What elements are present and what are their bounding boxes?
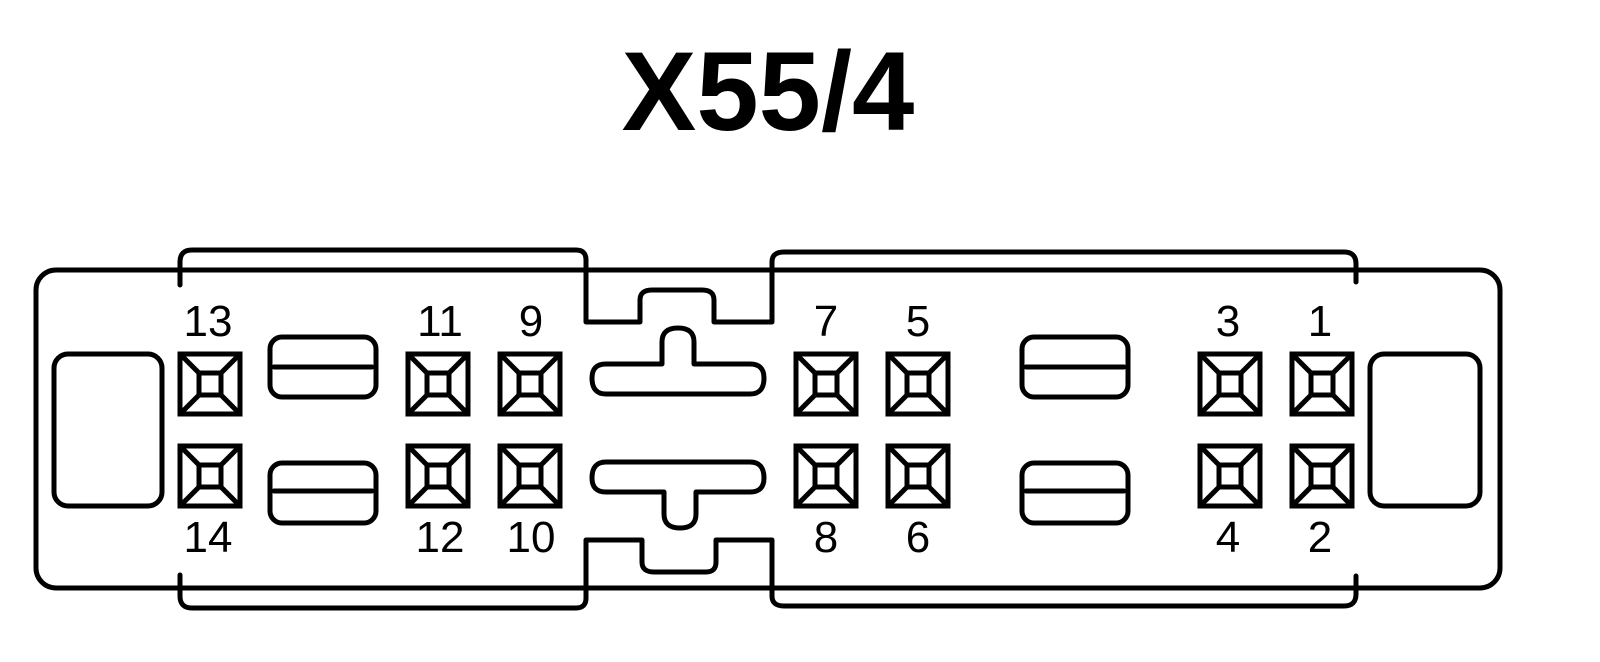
- pin-cavity-12: [405, 443, 471, 509]
- right-side-block: [1367, 351, 1483, 509]
- pin-label-12: 12: [416, 513, 465, 562]
- pin-label-9: 9: [519, 297, 543, 346]
- pin-cavity-11: [405, 351, 471, 417]
- pin-cavity-5: [885, 351, 951, 417]
- slot-key-upper-left: [267, 334, 379, 400]
- pin-cavity-6: [885, 443, 951, 509]
- pin-label-6: 6: [906, 513, 930, 562]
- pin-label-8: 8: [814, 513, 838, 562]
- pin-cavity-1: [1289, 351, 1355, 417]
- pin-labels: 1 2 3 4 5 6 7 8 9 10 11 12 13 14: [184, 297, 1333, 562]
- slot-key-lower-right: [1019, 460, 1131, 526]
- pin-cavity-9: [497, 351, 563, 417]
- pin-label-5: 5: [906, 297, 930, 346]
- pin-label-7: 7: [814, 297, 838, 346]
- pin-cavity-13: [177, 351, 243, 417]
- pin-label-2: 2: [1308, 513, 1332, 562]
- pin-cavity-3: [1197, 351, 1263, 417]
- pin-label-14: 14: [184, 513, 233, 562]
- connector-title: X55/4: [622, 29, 915, 154]
- pin-cavity-14: [177, 443, 243, 509]
- pin-label-10: 10: [507, 513, 556, 562]
- pin-label-11: 11: [417, 297, 463, 346]
- center-key-upper: [589, 325, 767, 397]
- pin-cavity-7: [793, 351, 859, 417]
- pin-cavity-4: [1197, 443, 1263, 509]
- left-side-block: [51, 351, 165, 509]
- center-key-lower: [589, 459, 767, 531]
- slot-key-lower-left: [267, 460, 379, 526]
- top-channel-outline: [177, 247, 1359, 325]
- pin-cavity-10: [497, 443, 563, 509]
- bottom-channel-outline: [177, 537, 1359, 611]
- pin-label-3: 3: [1216, 297, 1240, 346]
- pin-label-13: 13: [184, 297, 233, 346]
- pin-label-1: 1: [1308, 297, 1332, 346]
- pin-label-4: 4: [1216, 513, 1240, 562]
- slot-key-upper-right: [1019, 334, 1131, 400]
- pin-cavity-2: [1289, 443, 1355, 509]
- pin-cavities: [177, 351, 1355, 509]
- housing-outline: [33, 267, 1503, 591]
- pin-cavity-8: [793, 443, 859, 509]
